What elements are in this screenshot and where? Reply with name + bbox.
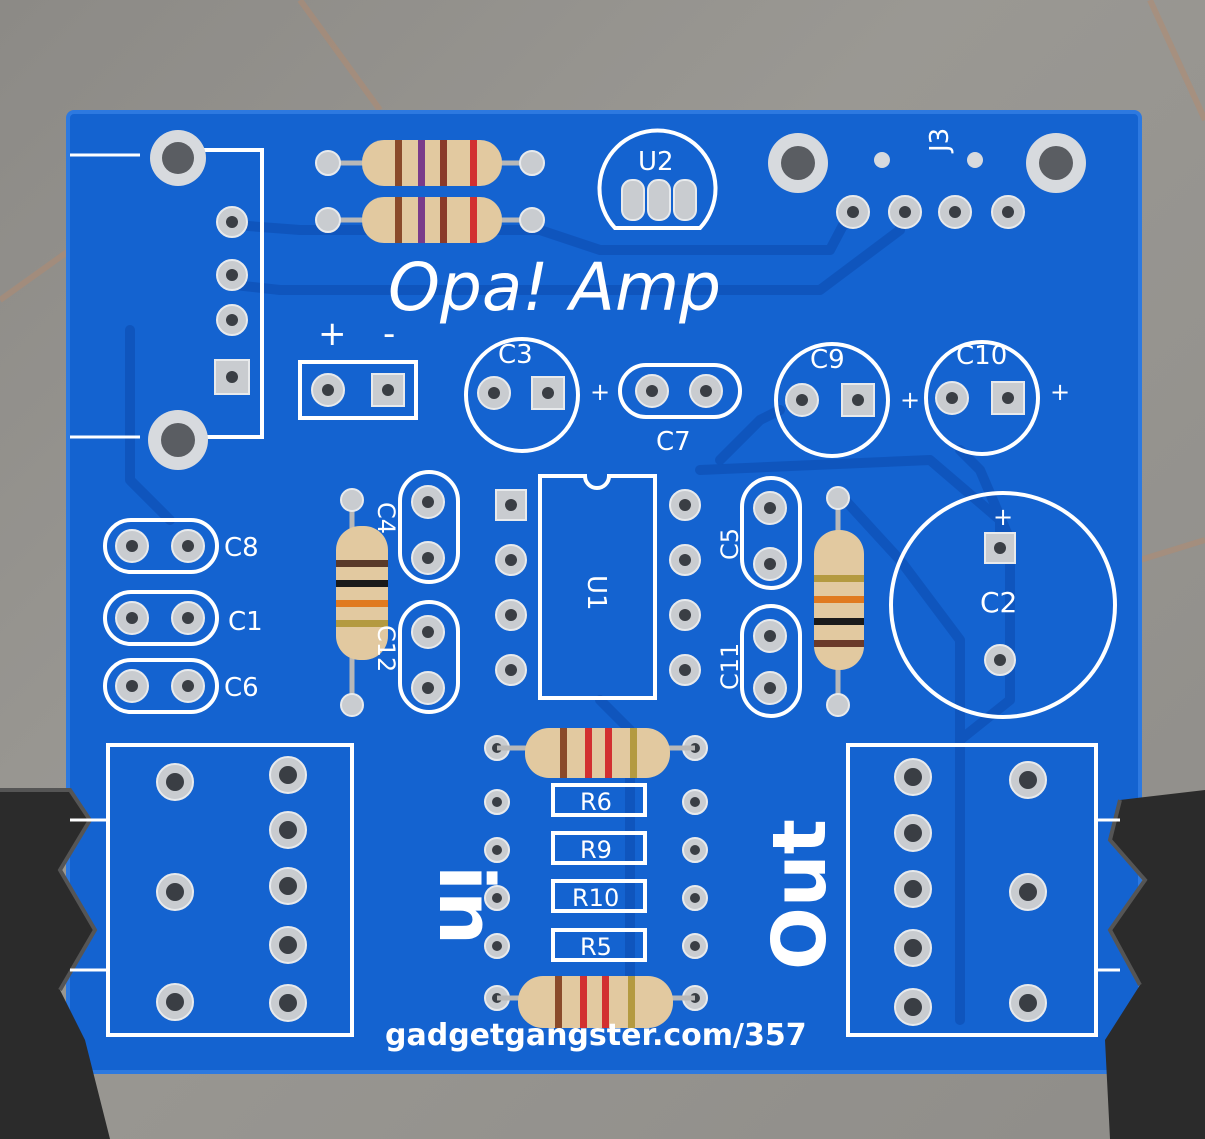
u2-label: U2	[638, 147, 674, 177]
r6-label: R6	[580, 788, 612, 816]
c8-footprint	[103, 518, 219, 574]
c2-footprint	[889, 491, 1117, 719]
c7-footprint	[618, 363, 742, 419]
c9-plus: +	[900, 386, 920, 414]
c2-plus: +	[993, 503, 1013, 531]
bottom-resistors	[497, 728, 695, 1028]
c7-label: C7	[656, 427, 691, 457]
background-lines	[0, 0, 1205, 563]
r5-label: R5	[580, 933, 612, 961]
c4-footprint	[398, 470, 460, 584]
c10-plus: +	[1050, 378, 1070, 406]
left-vertical-resistor	[336, 488, 388, 717]
power-plus: +	[318, 314, 347, 354]
left-connector-outline	[70, 148, 264, 439]
c12-footprint	[398, 600, 460, 714]
output-jack-footprint	[846, 743, 1098, 1037]
c3-label: C3	[498, 340, 533, 370]
c4-label: C4	[372, 502, 400, 534]
power-terminal	[298, 360, 418, 420]
c5-footprint	[740, 476, 802, 590]
c9-label: C9	[810, 345, 845, 375]
left-clamp	[0, 788, 110, 1139]
right-vertical-resistor	[814, 486, 864, 717]
c6-footprint	[103, 658, 219, 714]
c1-footprint	[103, 590, 219, 646]
board-title: Opa! Amp	[388, 249, 721, 326]
top-resistors	[315, 140, 545, 243]
c1-label: C1	[228, 607, 263, 637]
r9-label: R9	[580, 836, 612, 864]
output-label: Out	[757, 819, 843, 970]
u1-footprint	[495, 474, 701, 700]
c11-footprint	[740, 604, 802, 718]
power-minus: -	[383, 314, 395, 354]
u1-label: U1	[581, 575, 611, 611]
pcb-board	[68, 112, 1140, 1072]
c9-footprint	[774, 342, 890, 458]
c8-label: C8	[224, 533, 259, 563]
c5-label: C5	[716, 528, 744, 560]
r10-label: R10	[572, 884, 619, 912]
c6-label: C6	[224, 673, 259, 703]
c3-plus: +	[590, 378, 610, 406]
c2-label: C2	[980, 586, 1017, 619]
c10-label: C10	[956, 341, 1007, 371]
right-clamp	[1105, 790, 1205, 1139]
board-url: gadgetgangster.com/357	[385, 1018, 807, 1053]
j3-pads	[836, 195, 1025, 229]
j3-label: J3	[925, 128, 955, 154]
mounting-holes	[148, 130, 1086, 470]
u2-footprint	[597, 128, 718, 230]
c10-footprint	[924, 340, 1040, 456]
c12-label: C12	[372, 625, 400, 672]
input-jack-footprint	[106, 743, 354, 1037]
c3-footprint	[464, 337, 580, 453]
left-header-pads	[214, 206, 250, 395]
c11-label: C11	[716, 643, 744, 690]
